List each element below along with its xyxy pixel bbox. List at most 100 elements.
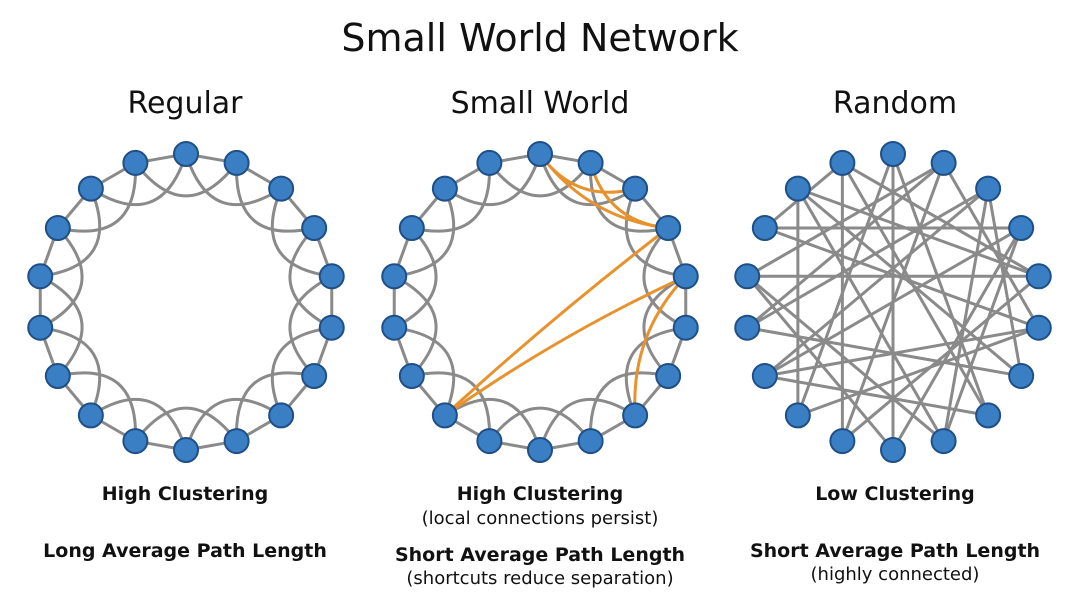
random-node [1025,263,1052,290]
random-caption-path-length-sub: (highly connected) [810,564,980,585]
regular-neighbor-arc [235,162,315,233]
random-node [975,175,1002,202]
small-world-neighbor-arc [624,326,686,416]
regular-neighbor-arc [57,162,137,233]
small-world-neighbor-arc [589,162,669,233]
random-caption-clustering: Low Clustering [815,483,975,505]
random-node [829,149,856,176]
panel-title-regular: Regular [127,86,243,121]
panel-title-random: Random [832,86,958,121]
regular-neighbor-arc [184,397,282,451]
small-world-neighbor-arc [538,153,636,207]
random-random-edge [841,275,1040,443]
small-world-node [431,175,458,202]
small-world-neighbor-arc [642,274,687,378]
small-world-caption-clustering-sub: (local connections persist) [421,508,659,529]
regular-neighbor-arc [40,188,102,278]
regular-node [44,215,71,241]
random-node [1008,363,1035,389]
small-world-neighbor-arc [393,274,438,378]
small-world-neighbor-arc [488,162,592,198]
small-world-network [381,141,699,463]
random-node [829,428,856,455]
regular-neighbor-arc [288,226,333,330]
small-world-neighbor-arc [444,397,542,451]
small-world-caption-path-length-sub: (shortcuts reduce separation) [406,568,674,589]
small-world-shortcut-edge [443,226,670,417]
small-world-neighbor-arc [488,406,592,442]
regular-neighbor-arc [57,371,137,442]
small-world-node [672,263,699,290]
small-world-neighbor-arc [411,162,491,233]
random-node [734,314,761,341]
regular-node [301,363,328,389]
random-node [880,141,906,167]
small-world-neighbor-arc [393,226,438,330]
random-node [880,437,906,463]
small-world-neighbor-arc [394,326,456,416]
random-random-edge [764,226,1022,378]
random-random-edge [746,161,945,329]
regular-node [268,175,295,202]
small-world-neighbor-arc [394,188,456,278]
random-node [975,402,1002,429]
regular-node [77,175,104,202]
small-world-node [655,215,682,241]
regular-node [223,428,250,455]
small-world-node [577,428,604,455]
small-world-node [672,314,699,341]
small-world-node [381,314,408,341]
random-node [784,402,811,429]
random-random-edge [796,187,1023,378]
random-random-edge [942,227,1023,442]
small-world-node [622,402,649,429]
regular-node [44,363,71,389]
regular-neighbor-arc [235,371,315,442]
small-world-node [476,149,503,176]
random-caption-path-length: Short Average Path Length [749,540,1041,562]
random-random-edge [746,187,989,329]
random-random-edge [796,187,945,442]
small-world-node [622,175,649,202]
regular-node [318,263,345,290]
regular-node [27,314,54,341]
small-world-shortcut-edge [444,274,687,417]
small-world-node [655,363,682,389]
random-node [784,175,811,202]
regular-neighbor-arc [288,274,333,378]
small-world-node [577,149,604,176]
random-random-edge [841,161,1040,278]
regular-neighbor-arc [90,153,188,207]
random-node [930,149,957,176]
random-network [734,141,1052,463]
random-random-edge [746,161,945,278]
random-node [1025,314,1052,341]
regular-neighbor-arc [184,153,282,207]
small-world-node [381,263,408,290]
regular-caption-clustering: High Clustering [101,483,269,505]
regular-network [27,141,345,463]
small-world-node [476,428,503,455]
random-node [1008,215,1035,241]
small-world-node [398,215,425,241]
regular-neighbor-arc [134,162,238,198]
random-random-edge [764,326,1040,378]
regular-node [173,141,199,167]
regular-caption-path-length: Long Average Path Length [43,540,327,562]
small-world-neighbor-arc [538,397,636,451]
regular-node [77,402,104,429]
regular-neighbor-arc [270,326,332,416]
small-world-node [398,363,425,389]
regular-neighbor-arc [90,397,188,451]
random-random-edge [797,187,1040,278]
regular-node [173,437,199,463]
random-random-edge [763,187,990,378]
regular-node [122,149,149,176]
panel-title-small-world: Small World [450,86,630,121]
random-random-edge [797,326,1040,417]
random-node [734,263,761,290]
random-node [751,215,778,241]
random-random-edge [764,226,1040,330]
main-title: Small World Network [341,16,739,60]
